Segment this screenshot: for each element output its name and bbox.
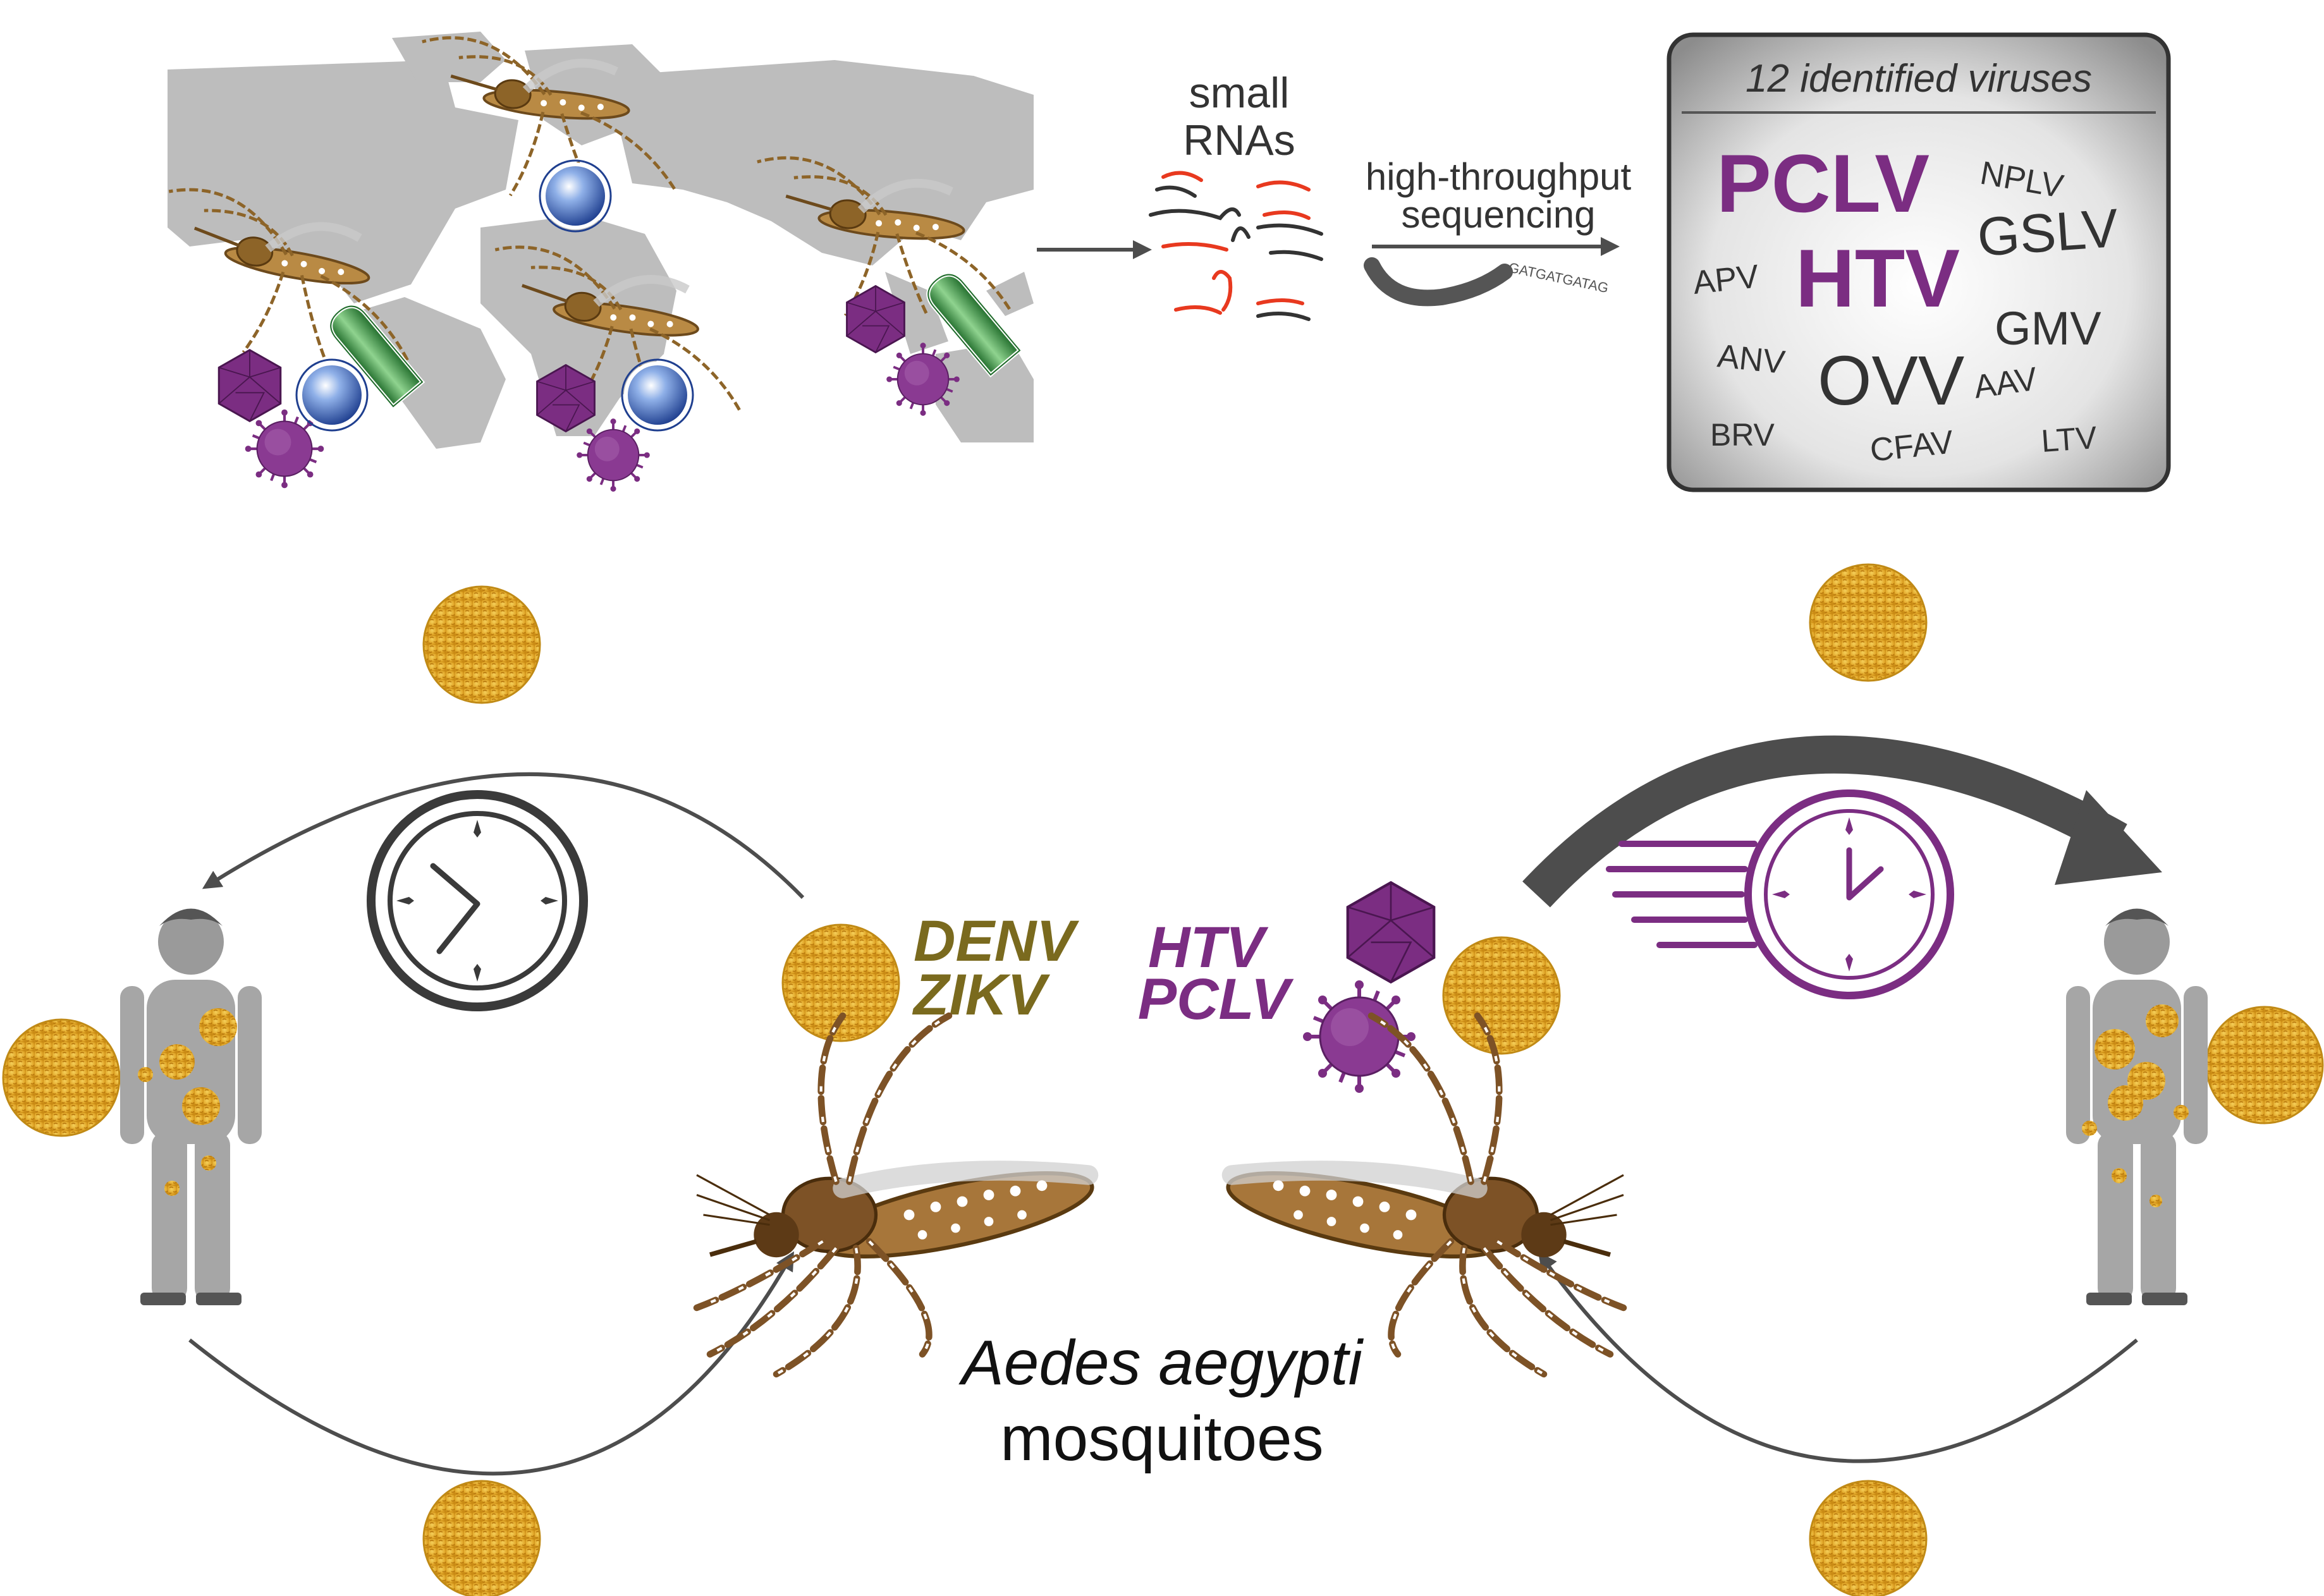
cycle-arrow-bottom-left (188, 1251, 794, 1476)
virus-name-ltv: LTV (2040, 420, 2098, 459)
sphere-virus-icon-sa (297, 360, 367, 430)
denv-label: DENV (914, 909, 1079, 973)
species-label-line2: mosquitoes (1000, 1403, 1323, 1474)
virus-panel: 12 identified viruses PCLV NPLV GSLV APV… (1667, 32, 2171, 492)
enveloped-virus-icon-af (575, 417, 651, 493)
hts-label-line2: sequencing (1402, 193, 1596, 236)
zikv-label: ZIKV (912, 963, 1050, 1027)
arbovirus-icon-center-right (1442, 936, 1561, 1055)
small-rnas-label-line2: RNAs (1183, 116, 1295, 164)
arbovirus-icon-bottom-right (1809, 1480, 1928, 1596)
icosahedral-virus-icon-center (1348, 882, 1434, 982)
arbovirus-icon-left-human (2, 1018, 121, 1137)
arbovirus-icon-top-left (422, 585, 541, 704)
arbovirus-icon-top-right (1809, 563, 1928, 682)
arbovirus-icon-bottom-left (422, 1480, 541, 1596)
fast-cycle-arrowhead (2055, 790, 2162, 885)
htv-label: HTV (1148, 915, 1269, 980)
small-rnas-label-line1: small (1189, 69, 1290, 117)
pclv-label: PCLV (1138, 967, 1294, 1032)
virus-name-aav: AAV (1972, 360, 2040, 405)
virus-name-brv: BRV (1710, 417, 1775, 453)
virus-name-gslv: GSLV (1976, 198, 2120, 268)
virus-name-pclv: PCLV (1716, 137, 1930, 229)
sequence-text: GATGATGATAG (1507, 259, 1610, 296)
infected-sites-left (138, 1008, 237, 1196)
virus-name-gmv: GMV (1995, 302, 2101, 355)
clock-icon (367, 790, 588, 1011)
cycle-arrow-bottom-right (1538, 1252, 2138, 1463)
virus-panel-title: 12 identified viruses (1746, 57, 2092, 101)
infected-sites-right (2082, 1004, 2189, 1207)
hts-label-line1: high-throughput (1366, 155, 1632, 198)
sequence-read-icon (1364, 257, 1513, 307)
arbovirus-icon-right-human (2205, 1006, 2324, 1124)
virus-name-htv: HTV (1795, 232, 1960, 324)
fast-clock-icon (1606, 789, 1954, 999)
species-label-line1: Aedes aegypti (958, 1327, 1364, 1398)
cycle-arrow-top-left (202, 772, 805, 899)
sphere-virus-icon-af (622, 360, 693, 430)
mosquito-icon-left (697, 1016, 1098, 1374)
sphere-virus-icon-europe (540, 161, 611, 231)
fast-cycle-arrow-top-right (1522, 735, 2127, 908)
mosquito-icon-right (1222, 1016, 1624, 1374)
virus-name-ovv: OVV (1818, 342, 1964, 420)
virus-name-apv: APV (1691, 258, 1761, 302)
small-rna-fragments (1149, 171, 1323, 321)
virus-name-cfav: CFAV (1868, 423, 1955, 469)
enveloped-virus-icon-as (885, 341, 961, 417)
virus-name-anv: ANV (1716, 338, 1787, 381)
